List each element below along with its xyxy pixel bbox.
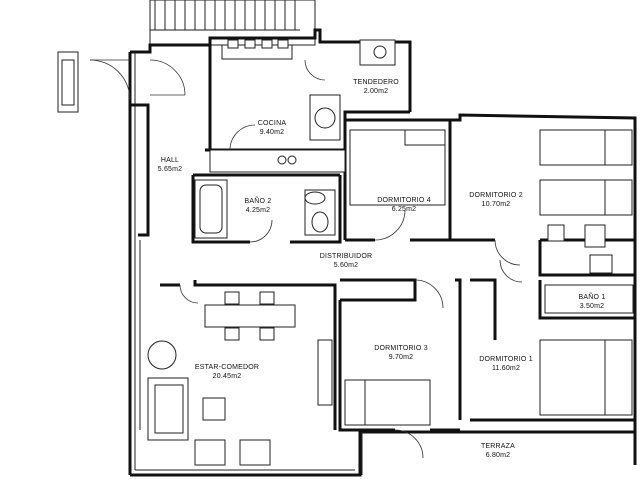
room-area-dormitorio2: 10.70m2 [482, 201, 511, 208]
room-name-dormitorio2: DORMITORIO 2 [469, 192, 523, 199]
furniture [57, 39, 634, 466]
room-area-tendedero: 2.00m2 [364, 88, 389, 95]
room-name-dormitorio3: DORMITORIO 3 [374, 345, 428, 352]
doors [89, 59, 523, 475]
room-name-dormitorio4: DORMITORIO 4 [377, 197, 431, 204]
room-area-terraza: 6.80m2 [486, 452, 511, 459]
room-area-cocina: 9.40m2 [260, 129, 285, 136]
room-name-distribuidor: DISTRIBUIDOR [320, 253, 373, 260]
room-area-hall: 5.65m2 [158, 166, 183, 173]
room-name-terraza: TERRAZA [481, 443, 515, 450]
room-name-dormitorio1: DORMITORIO 1 [479, 356, 533, 363]
room-name-tendedero: TENDEDERO [353, 79, 399, 86]
room-name-estar-comedor: ESTAR-COMEDOR [195, 364, 259, 371]
room-area-estar-comedor: 20.45m2 [213, 373, 242, 380]
room-area-distribuidor: 5.60m2 [334, 262, 359, 269]
room-name-cocina: COCINA [258, 120, 287, 127]
room-area-bano2: 4.25m2 [246, 207, 271, 214]
room-area-bano1: 3.50m2 [580, 303, 605, 310]
room-area-dormitorio4: 6.25m2 [392, 206, 417, 213]
room-name-hall: HALL [161, 157, 179, 164]
room-area-dormitorio1: 11.60m2 [492, 365, 520, 372]
room-labels: TENDEDERO 2.00m2 COCINA 9.40m2 HALL 5.65… [158, 79, 606, 459]
room-name-bano1: BAÑO 1 [579, 292, 606, 301]
room-area-dormitorio3: 9.70m2 [389, 354, 414, 361]
room-name-bano2: BAÑO 2 [245, 196, 272, 205]
